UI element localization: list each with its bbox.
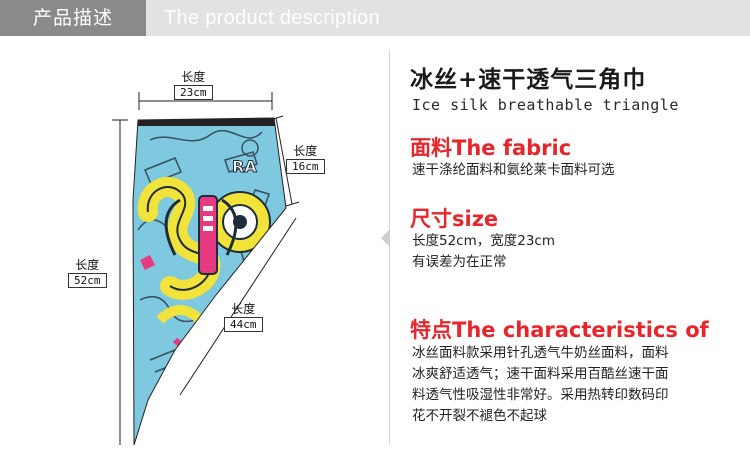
dimension-diagonal-label: 长度 bbox=[231, 302, 256, 316]
dimension-right-label: 长度 bbox=[293, 144, 318, 158]
dimension-diagonal-value: 44cm bbox=[224, 317, 263, 332]
size-text-2: 有误差为在正常 bbox=[412, 254, 507, 270]
svg-text:RA: RA bbox=[232, 157, 257, 176]
product-illustration: RA 长度 23cm 长度 16cm 长度 52cm 长度 44cm bbox=[0, 48, 380, 446]
characteristics-text-1: 冰丝面料款采用针孔透气牛奶丝面料，面料 bbox=[412, 345, 669, 361]
dimension-right: 长度 16cm bbox=[286, 144, 325, 174]
fabric-text: 速干涤纶面料和氨纶莱卡面料可选 bbox=[412, 162, 615, 178]
product-title-en: Ice silk breathable triangle bbox=[412, 96, 679, 114]
dimension-diagonal: 长度 44cm bbox=[224, 302, 263, 332]
divider-arrow-icon bbox=[381, 229, 390, 247]
dimension-top-label: 长度 bbox=[181, 70, 206, 84]
dimension-left: 长度 52cm bbox=[68, 258, 107, 288]
header-subtitle: The product description bbox=[164, 7, 380, 29]
dimension-left-label: 长度 bbox=[75, 258, 100, 272]
fabric-heading: 面料The fabric bbox=[410, 136, 572, 160]
size-text-1: 长度52cm，宽度23cm bbox=[412, 233, 556, 249]
dimension-top: 长度 23cm bbox=[174, 70, 213, 100]
product-title: 冰丝+速干透气三角巾 bbox=[410, 67, 647, 93]
characteristics-text-4: 花不开裂不褪色不起球 bbox=[412, 408, 547, 424]
dimension-left-value: 52cm bbox=[68, 273, 107, 288]
dimension-lines bbox=[112, 92, 300, 445]
vertical-divider bbox=[389, 50, 390, 445]
header-tab: 产品描述 bbox=[0, 0, 146, 36]
size-heading: 尺寸size bbox=[410, 207, 499, 231]
scarf-print: RA bbox=[133, 118, 286, 445]
triangle-scarf-image: RA bbox=[112, 92, 300, 446]
characteristics-text-3: 料透气性吸湿性非常好。采用热转印数码印 bbox=[412, 387, 669, 403]
dimension-top-value: 23cm bbox=[174, 85, 213, 100]
dimension-right-value: 16cm bbox=[286, 159, 325, 174]
characteristics-text-2: 冰爽舒适透气；速干面料采用百酷丝速干面 bbox=[412, 366, 669, 382]
characteristics-heading: 特点The characteristics of bbox=[410, 318, 709, 342]
